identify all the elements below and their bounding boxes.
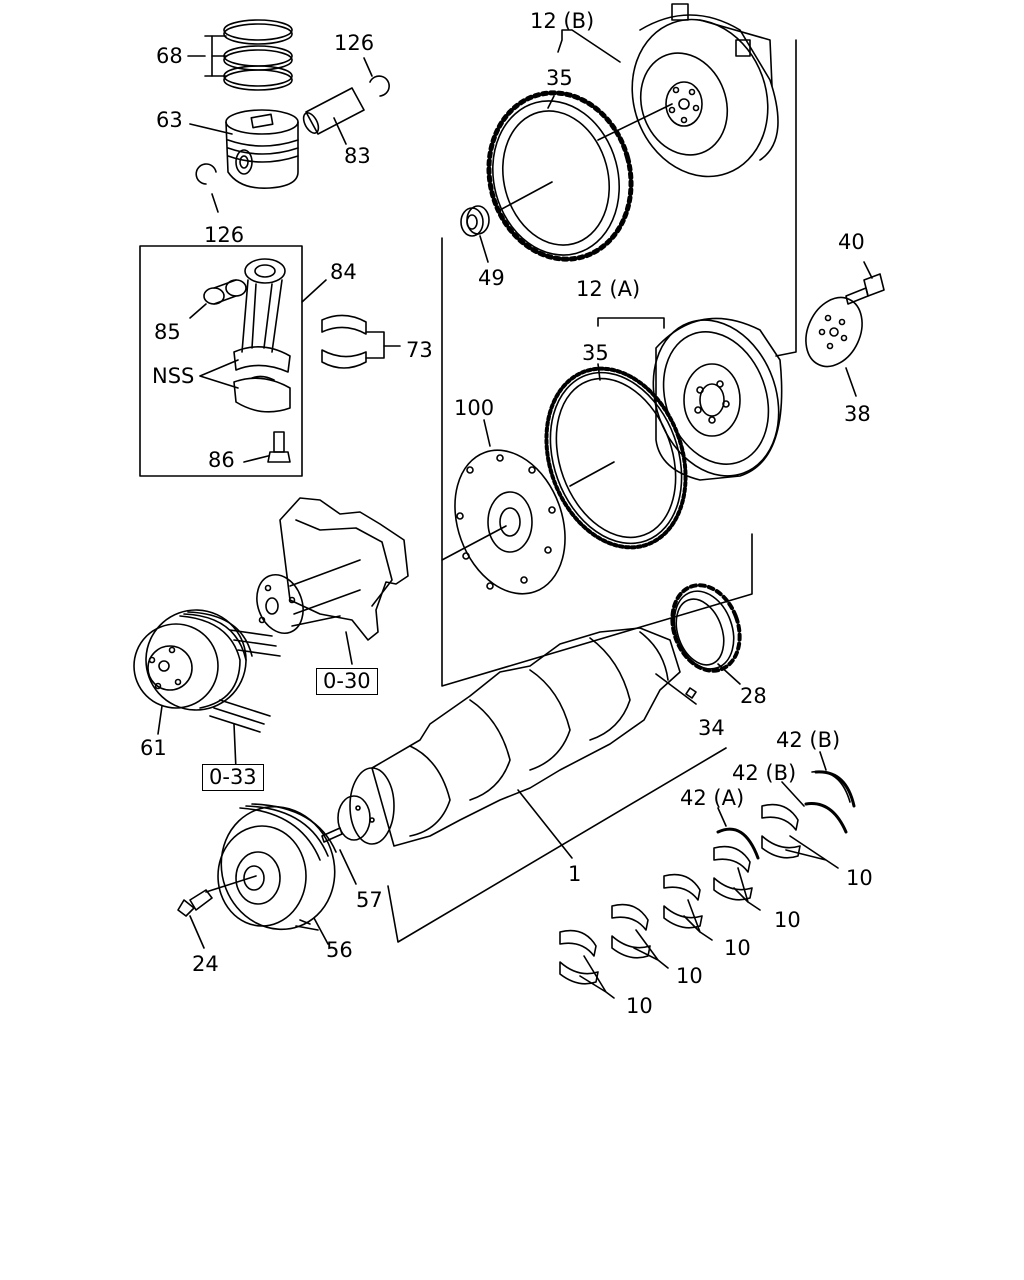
snap-ring-bottom: [196, 164, 216, 184]
rod-bearings: [322, 315, 400, 368]
thrust-washers: [718, 752, 854, 858]
label-nss: NSS: [152, 364, 195, 388]
label-42b-lower: 42 (B): [732, 761, 797, 785]
flywheel-bolt: [846, 262, 884, 304]
label-85: 85: [154, 320, 181, 344]
fan-pulley: [132, 596, 280, 770]
label-42b-upper: 42 (B): [776, 728, 841, 752]
label-63: 63: [156, 108, 183, 132]
piston-rings: [188, 20, 292, 90]
label-12b: 12 (B): [530, 9, 595, 33]
dowel-pin: [322, 828, 356, 884]
label-56: 56: [326, 938, 353, 962]
flywheel: [598, 302, 800, 493]
main-bearings: [560, 805, 838, 998]
label-61: 61: [140, 736, 167, 760]
label-28: 28: [740, 684, 767, 708]
label-73: 73: [406, 338, 433, 362]
label-86: 86: [208, 448, 235, 472]
water-pump: [249, 498, 408, 664]
label-1: 1: [568, 862, 582, 886]
flex-plate: [436, 420, 584, 609]
label-10-c: 10: [724, 936, 751, 960]
label-35-middle: 35: [582, 341, 609, 365]
crank-gear: [661, 576, 751, 684]
label-38: 38: [844, 402, 871, 426]
label-10-a: 10: [846, 866, 873, 890]
connecting-rod-box: [140, 246, 326, 476]
label-24: 24: [192, 952, 219, 976]
label-100: 100: [454, 396, 495, 420]
crank-pulley: [204, 791, 352, 946]
pilot-bearing: [461, 206, 489, 262]
label-10-d: 10: [676, 964, 703, 988]
label-40: 40: [838, 230, 865, 254]
flywheel-plate: [795, 288, 873, 396]
label-68: 68: [156, 44, 183, 68]
label-57: 57: [356, 888, 383, 912]
piston-pin: [301, 88, 364, 144]
label-126-bottom: 126: [204, 223, 245, 247]
label-49: 49: [478, 266, 505, 290]
pulley-bolt: [178, 876, 256, 948]
label-12a: 12 (A): [576, 277, 641, 301]
flywheel-housing: [598, 0, 789, 195]
label-83: 83: [344, 144, 371, 168]
ref-box-0-33[interactable]: 0-33: [202, 764, 264, 791]
label-35-top: 35: [546, 66, 573, 90]
label-10-b: 10: [774, 908, 801, 932]
ref-box-0-30[interactable]: 0-30: [316, 668, 378, 695]
label-42a: 42 (A): [680, 786, 745, 810]
crankshaft: [338, 628, 726, 942]
piston: [190, 110, 298, 188]
ring-gear-top: [471, 77, 650, 276]
label-34: 34: [698, 716, 725, 740]
ring-gear-middle: [523, 349, 710, 567]
snap-ring-top: [370, 76, 389, 96]
label-126-top: 126: [334, 31, 375, 55]
label-84: 84: [330, 260, 357, 284]
label-10-e: 10: [626, 994, 653, 1018]
